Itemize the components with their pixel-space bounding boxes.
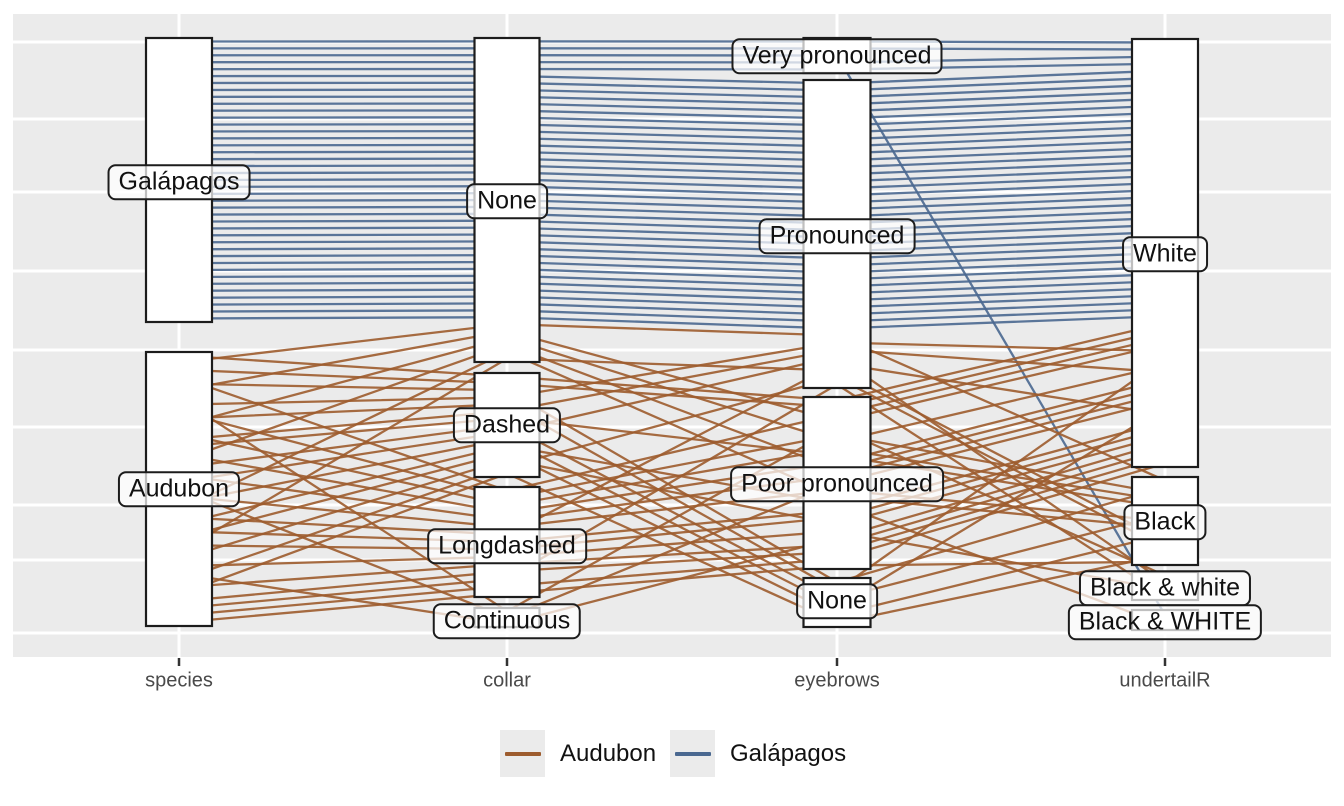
bird-line [178, 146, 1166, 162]
bird-line [178, 406, 1166, 608]
legend-label-galapagos: Galápagos [730, 740, 847, 767]
bird-line [178, 118, 1166, 134]
bird-line [178, 111, 1166, 127]
bird-line [178, 244, 1166, 260]
bird-line [178, 314, 1166, 330]
bird-line [178, 348, 1166, 441]
bird-line [178, 472, 1166, 625]
bird-line [178, 378, 1166, 514]
category-label-longdashed: Longdashed [427, 528, 587, 564]
category-label-black-and-white: Black & white [1078, 570, 1252, 606]
bird-line [178, 462, 1166, 617]
bird-line [178, 160, 1166, 176]
bird-line [178, 336, 1166, 492]
bird-line [178, 448, 1166, 589]
category-label-black-and-WHITE: Black & WHITE [1067, 604, 1263, 640]
bird-line [178, 76, 1166, 92]
bird-line [178, 153, 1166, 169]
bird-line [178, 350, 1166, 529]
bird-line [178, 209, 1166, 225]
bird-line [178, 47, 1166, 51]
legend-label-audubon: Audubon [560, 740, 657, 767]
bird-line [178, 40, 1166, 44]
bird-line [178, 420, 1166, 544]
legend-key-galapagos [670, 730, 715, 777]
bird-line [178, 399, 1166, 619]
bird-line [178, 396, 1166, 613]
bird-line [178, 132, 1166, 148]
bird-line [178, 329, 1166, 423]
bird-line [178, 195, 1166, 211]
bird-line [178, 139, 1166, 155]
bird-line [178, 202, 1166, 218]
bird-line [178, 431, 1166, 507]
bird-line [178, 322, 1166, 482]
axis-title-species: species [145, 669, 213, 692]
bird-line [178, 83, 1166, 99]
legend-key-audubon [500, 730, 545, 777]
bird-line [178, 530, 1166, 591]
bird-line [178, 383, 1166, 610]
category-label-white: White [1122, 236, 1208, 272]
category-label-galapagos: Galápagos [107, 164, 251, 200]
bird-line [178, 55, 1166, 64]
bird-line [178, 376, 1166, 582]
bird-line [178, 560, 1166, 624]
bird-line [178, 279, 1166, 295]
bird-line [178, 97, 1166, 113]
bird-line [178, 343, 1166, 471]
bird-line [178, 355, 1166, 584]
category-label-poor-pronounced: Poor pronounced [730, 466, 944, 502]
legend-line-galapagos-icon [674, 751, 711, 756]
category-label-collar-none: None [466, 183, 548, 219]
bird-line [178, 272, 1166, 288]
bird-line [178, 62, 1166, 71]
bird-line [178, 54, 1166, 616]
bird-line [178, 188, 1166, 204]
bird-line [178, 423, 1166, 600]
bird-line [178, 181, 1166, 197]
bird-line [178, 336, 1166, 443]
bird-line [178, 223, 1166, 239]
category-label-very-pronounced: Very pronounced [731, 38, 943, 74]
bird-line [178, 488, 1166, 529]
bird-line [178, 237, 1166, 253]
category-label-pronounced: Pronounced [758, 218, 916, 254]
category-label-black: Black [1123, 504, 1207, 540]
category-label-dashed: Dashed [452, 407, 562, 443]
axis-title-collar: collar [483, 669, 531, 692]
category-label-audubon: Audubon [117, 471, 241, 507]
bird-line [178, 293, 1166, 309]
bird-line [178, 382, 1166, 584]
bird-line [178, 174, 1166, 190]
axis-title-undertailR: undertailR [1119, 669, 1211, 692]
bird-line [178, 307, 1166, 323]
bird-line [178, 362, 1166, 536]
bird-line [178, 265, 1166, 281]
bird-line [178, 341, 1166, 406]
bird-line [178, 434, 1166, 561]
bird-line [178, 216, 1166, 232]
bird-line [178, 392, 1166, 522]
bird-line [178, 125, 1166, 141]
category-label-eyebrows-none: None [796, 583, 878, 619]
bird-line [178, 230, 1166, 246]
bird-line [178, 90, 1166, 106]
bird-line [178, 357, 1166, 554]
bird-line [178, 258, 1166, 274]
legend-line-audubon-icon [504, 751, 541, 756]
bird-line [178, 427, 1166, 551]
bird-line [178, 104, 1166, 120]
bird-line [178, 286, 1166, 302]
bird-line [178, 167, 1166, 183]
bird-line [178, 251, 1166, 267]
bird-line [178, 69, 1166, 85]
category-label-continuous: Continuous [432, 603, 582, 639]
bird-line [178, 416, 1166, 509]
bird-line [178, 455, 1166, 603]
bird-line [178, 300, 1166, 316]
axis-title-eyebrows: eyebrows [794, 669, 880, 692]
